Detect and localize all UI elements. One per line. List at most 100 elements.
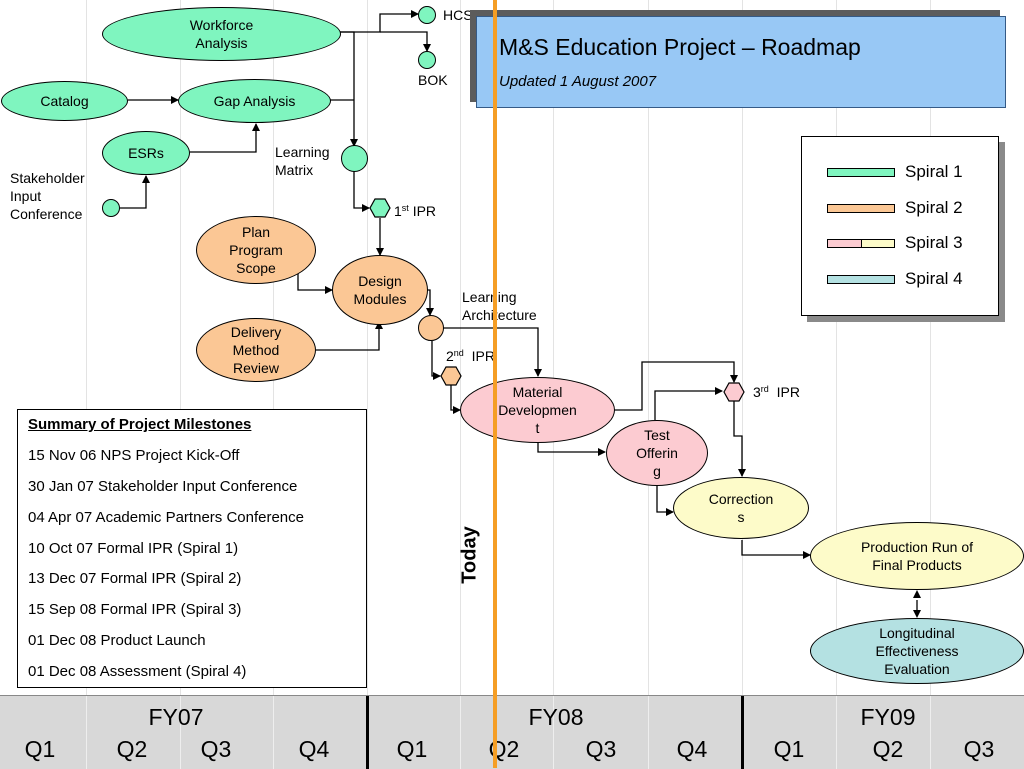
quarter-label: Q2 bbox=[116, 736, 148, 762]
connector-ipr3-corrections bbox=[733, 401, 746, 477]
quarter-gridline bbox=[180, 0, 181, 695]
summary-heading: Summary of Project Milestones bbox=[28, 416, 252, 433]
ipr-label-2: 2nd IPR bbox=[446, 348, 495, 364]
summary-item: 10 Oct 07 Formal IPR (Spiral 1) bbox=[28, 540, 239, 557]
connector-workforce-hcs bbox=[340, 10, 419, 33]
longitudinal-evaluation-node: Longitudinal Effectiveness Evaluation bbox=[810, 618, 1024, 684]
quarter-divider bbox=[86, 696, 87, 769]
quarter-gridline bbox=[742, 0, 743, 695]
quarter-divider bbox=[648, 696, 649, 769]
workforce-analysis-node: Workforce Analysis bbox=[102, 7, 341, 61]
quarter-label: Q1 bbox=[773, 736, 805, 762]
quarter-gridline bbox=[648, 0, 649, 695]
learning-architecture-label: Learning Architecture bbox=[462, 289, 537, 323]
quarter-label: Q2 bbox=[872, 736, 904, 762]
quarter-divider bbox=[930, 696, 931, 769]
legend-item-spiral-3: Spiral 3 bbox=[827, 232, 963, 254]
connector-test-ipr3 bbox=[654, 387, 723, 420]
quarter-gridline bbox=[86, 0, 87, 695]
fiscal-year-divider bbox=[366, 696, 369, 769]
bok-label: BOK bbox=[418, 72, 448, 88]
summary-item: 30 Jan 07 Stakeholder Input Conference bbox=[28, 478, 298, 495]
quarter-gridline bbox=[367, 0, 368, 695]
learning-matrix-label: Learning Matrix bbox=[275, 144, 330, 178]
connector-workforce-bok bbox=[380, 31, 431, 52]
legend: Spiral 1 Spiral 2 Spiral 3 Spiral 4 bbox=[801, 136, 999, 316]
hcs-label: HCS bbox=[443, 7, 473, 23]
page-subtitle: Updated 1 August 2007 bbox=[499, 73, 657, 90]
today-label: Today bbox=[458, 526, 481, 584]
learning-matrix-circle bbox=[341, 145, 368, 172]
corrections-node: Correction s bbox=[673, 477, 809, 539]
connector-delivery-design bbox=[316, 321, 383, 351]
connector-esrs-gap bbox=[190, 123, 260, 153]
quarter-divider bbox=[553, 696, 554, 769]
gap-analysis-node: Gap Analysis bbox=[178, 79, 331, 123]
legend-swatch bbox=[827, 203, 895, 213]
ipr-hexagon-1 bbox=[369, 198, 391, 218]
quarter-label: Q1 bbox=[396, 736, 428, 762]
arrowhead-up bbox=[913, 590, 921, 598]
quarter-gridline bbox=[553, 0, 554, 695]
summary-item: 01 Dec 08 Product Launch bbox=[28, 632, 206, 649]
page-title: M&S Education Project – Roadmap bbox=[499, 34, 861, 60]
summary-item: 01 Dec 08 Assessment (Spiral 4) bbox=[28, 663, 247, 680]
legend-item-spiral-2: Spiral 2 bbox=[827, 197, 963, 219]
quarter-label: Q3 bbox=[585, 736, 617, 762]
milestones-summary-box: Summary of Project Milestones 15 Nov 06 … bbox=[17, 409, 367, 688]
legend-label: Spiral 1 bbox=[905, 162, 963, 181]
summary-item: 15 Sep 08 Formal IPR (Spiral 3) bbox=[28, 601, 242, 618]
learning-architecture-circle bbox=[418, 315, 444, 341]
connector-material-ipr3 bbox=[614, 361, 738, 411]
quarter-label: Q3 bbox=[200, 736, 232, 762]
delivery-method-review-node: Delivery Method Review bbox=[196, 318, 316, 382]
ipr-hexagon-3 bbox=[723, 382, 745, 402]
catalog-node: Catalog bbox=[1, 81, 128, 121]
legend-item-spiral-4: Spiral 4 bbox=[827, 268, 963, 290]
legend-label: Spiral 2 bbox=[905, 198, 963, 217]
design-modules-node: Design Modules bbox=[332, 255, 428, 325]
quarter-gridline bbox=[930, 0, 931, 695]
connector-plan-design bbox=[297, 270, 333, 294]
connector-arch-material bbox=[443, 327, 542, 377]
connector-matrix-ipr1 bbox=[353, 170, 370, 212]
quarter-divider bbox=[836, 696, 837, 769]
connector-arch-ipr2 bbox=[431, 341, 441, 380]
fiscal-year-label: FY09 bbox=[860, 704, 916, 730]
stakeholder-conference-label: Stakeholder Input Conference bbox=[10, 170, 85, 222]
connector-corrections-production bbox=[741, 540, 811, 559]
connector-stakeholder-esrs bbox=[120, 175, 150, 209]
production-run-node: Production Run of Final Products bbox=[810, 522, 1024, 590]
stakeholder-milestone-circle bbox=[102, 199, 120, 217]
ipr-hexagon-2 bbox=[440, 366, 462, 386]
quarter-label: Q1 bbox=[24, 736, 56, 762]
fiscal-year-label: FY08 bbox=[528, 704, 584, 730]
timeline-bar: FY07 FY08 FY09 Q1 Q2 Q3 Q4 Q1 Q2 Q3 Q4 Q… bbox=[0, 695, 1024, 769]
summary-item: 04 Apr 07 Academic Partners Conference bbox=[28, 509, 304, 526]
quarter-divider bbox=[180, 696, 181, 769]
plan-program-scope-node: Plan Program Scope bbox=[196, 216, 316, 284]
today-line bbox=[493, 0, 497, 768]
legend-swatch bbox=[827, 167, 895, 177]
quarter-label: Q4 bbox=[298, 736, 330, 762]
quarter-gridline bbox=[460, 0, 461, 695]
legend-label: Spiral 3 bbox=[905, 233, 963, 252]
fiscal-year-divider bbox=[741, 696, 744, 769]
esrs-node: ESRs bbox=[102, 131, 190, 175]
ipr-label-3: 3rd IPR bbox=[753, 384, 800, 400]
summary-item: 13 Dec 07 Formal IPR (Spiral 2) bbox=[28, 570, 242, 587]
quarter-gridline bbox=[836, 0, 837, 695]
hcs-milestone-circle bbox=[418, 6, 436, 24]
bok-milestone-circle bbox=[418, 51, 436, 69]
quarter-divider bbox=[273, 696, 274, 769]
connector-test-corrections bbox=[656, 485, 674, 516]
fiscal-year-label: FY07 bbox=[148, 704, 204, 730]
ipr-label-1: 1st IPR bbox=[394, 203, 437, 219]
quarter-divider bbox=[460, 696, 461, 769]
legend-label: Spiral 4 bbox=[905, 269, 963, 288]
connector-workforce-matrix bbox=[340, 31, 358, 147]
summary-item: 15 Nov 06 NPS Project Kick-Off bbox=[28, 447, 240, 464]
connector-material-test bbox=[537, 442, 606, 456]
material-development-node: Material Developmen t bbox=[460, 377, 615, 443]
